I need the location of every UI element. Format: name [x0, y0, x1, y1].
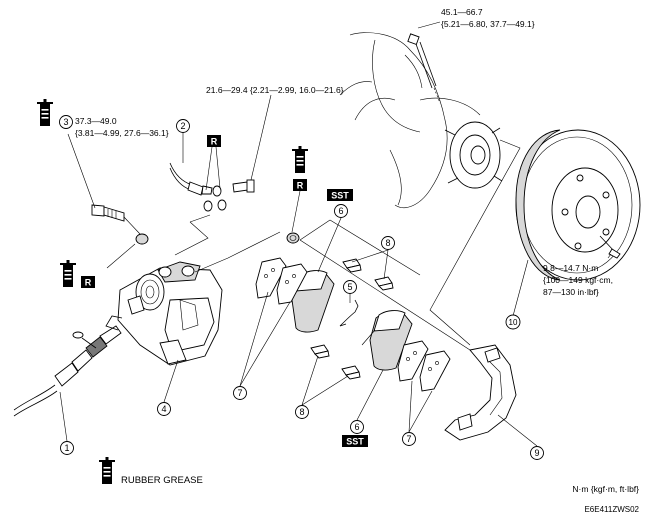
svg-text:1: 1 [64, 443, 69, 453]
units-note: N·m {kgf·m, ft·lbf} [572, 484, 639, 494]
svg-text:3: 3 [63, 117, 68, 127]
knuckle-and-hub [339, 32, 503, 209]
svg-text:10: 10 [509, 318, 518, 327]
svg-text:R: R [297, 181, 304, 191]
torque-spec-guide-bolt: 37.3—49.0 {3.81—4.99, 27.6—36.1} [75, 116, 169, 138]
sst-tag: SST [327, 189, 353, 201]
svg-text:R: R [85, 278, 92, 288]
svg-text:2: 2 [180, 121, 185, 131]
caliper-bracket-bolt-top [407, 33, 441, 104]
svg-text:R: R [211, 137, 218, 147]
svg-text:{5.21—6.80, 37.7—49.1}: {5.21—6.80, 37.7—49.1} [441, 19, 535, 29]
callout-6-upper: 6 [334, 204, 348, 218]
svg-text:{3.81—4.99, 27.6—36.1}: {3.81—4.99, 27.6—36.1} [75, 128, 169, 138]
callout-6-lower: 6 [350, 420, 364, 434]
torque-spec-union-bolt: 21.6—29.4 {2.21—2.99, 16.0—21.6} [206, 85, 344, 95]
callout-7-left: 7 [233, 386, 247, 400]
disc-plate [515, 129, 641, 281]
union-bolt [203, 179, 255, 212]
svg-text:SST: SST [346, 437, 364, 447]
guide-plate-lower-2 [341, 365, 361, 380]
caliper-bracket [444, 344, 517, 441]
shim-inner-1 [397, 340, 429, 382]
callout-4: 4 [157, 402, 171, 416]
svg-text:8: 8 [385, 238, 390, 248]
svg-text:45.1—66.7: 45.1—66.7 [441, 7, 483, 17]
r-tag: R [207, 135, 221, 147]
callout-8-upper: 8 [381, 236, 395, 250]
shim-inner-2 [419, 350, 451, 392]
leader-lines [59, 94, 612, 447]
callout-7-right: 7 [402, 432, 416, 446]
callout-3: 3 [59, 115, 73, 129]
guide-plate-lower-1 [310, 344, 330, 359]
svg-text:9.8—14.7 N·m: 9.8—14.7 N·m [543, 263, 598, 273]
svg-text:5: 5 [347, 282, 352, 292]
brake-caliper [105, 261, 223, 366]
guide-plate-upper-1 [342, 258, 362, 273]
svg-text:{100—149 kgf·cm,: {100—149 kgf·cm, [543, 275, 613, 285]
svg-text:7: 7 [237, 388, 242, 398]
svg-text:21.6—29.4 {2.21—2.99, 16.0—21.: 21.6—29.4 {2.21—2.99, 16.0—21.6} [206, 85, 344, 95]
figure-id: E6E411ZWS02 [584, 505, 639, 514]
callout-8-lower: 8 [295, 405, 309, 419]
svg-text:37.3—49.0: 37.3—49.0 [75, 116, 117, 126]
disc-set-screw [599, 235, 621, 259]
grease-tube-icon [37, 99, 53, 126]
grease-tube-icon [60, 260, 76, 287]
svg-text:8: 8 [299, 407, 304, 417]
caliper-guide-bolt [91, 204, 125, 222]
brake-pad-inner [369, 310, 413, 371]
guide-pin-boot [135, 233, 149, 245]
r-tag: R [81, 276, 95, 288]
grease-tube-icon [292, 146, 308, 173]
r-tag: R [293, 179, 307, 191]
svg-text:9: 9 [534, 448, 539, 458]
svg-text:4: 4 [161, 404, 166, 414]
grease-legend-label: RUBBER GREASE [121, 475, 203, 486]
guide-plate-upper-2 [374, 276, 394, 291]
callout-9: 9 [530, 446, 544, 460]
sst-tag: SST [342, 435, 368, 447]
svg-text:SST: SST [331, 191, 349, 201]
callout-2: 2 [176, 119, 190, 133]
svg-text:7: 7 [406, 434, 411, 444]
torque-spec-disc-screw: 9.8—14.7 N·m {100—149 kgf·cm, 87—130 in·… [543, 263, 613, 297]
svg-text:87—130 in·lbf}: 87—130 in·lbf} [543, 287, 599, 297]
callout-10: 10 [505, 314, 521, 330]
wear-indicator [339, 299, 359, 327]
guide-pin-boot-upper [286, 232, 300, 244]
grease-tube-icon [99, 457, 115, 484]
callout-5: 5 [343, 280, 357, 294]
shim-outer-2 [276, 263, 308, 305]
torque-spec-bracket-bolt: 45.1—66.7 {5.21—6.80, 37.7—49.1} [441, 7, 535, 29]
shim-outer-1 [255, 257, 287, 299]
callout-1: 1 [60, 441, 74, 455]
brake-pipe [169, 162, 213, 196]
assembly-lines [106, 139, 521, 351]
svg-text:6: 6 [354, 422, 359, 432]
svg-text:6: 6 [338, 206, 343, 216]
brake-hose [13, 325, 122, 417]
